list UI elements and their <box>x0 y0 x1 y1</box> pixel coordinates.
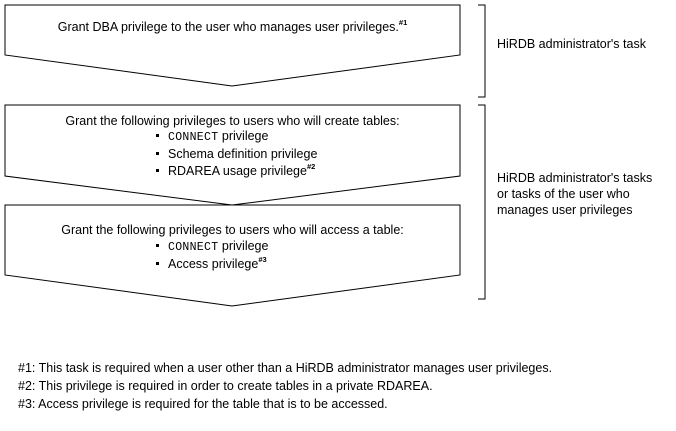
step3-item-access: Access privilege#3 <box>156 255 267 272</box>
top-bracket-label: HiRDB administrator's task <box>497 37 646 51</box>
step1-text: Grant DBA privilege to the user who mana… <box>57 18 408 34</box>
top-bracket <box>478 4 486 98</box>
bullet-icon <box>156 169 159 172</box>
step3-arrow-shape <box>4 204 461 307</box>
step2-title: Grant the following privileges to users … <box>65 114 400 128</box>
step2-item-schema: Schema definition privilege <box>156 147 317 162</box>
step1-arrow-shape <box>4 4 461 87</box>
step2-arrow-shape <box>4 104 461 206</box>
footnote-2: #2: This privilege is required in order … <box>18 379 433 393</box>
bottom-bracket <box>478 104 486 300</box>
footnote-1: #1: This task is required when a user ot… <box>18 361 553 375</box>
step3-item-connect: CONNECT privilege <box>156 239 268 255</box>
step3-title: Grant the following privileges to users … <box>61 223 404 237</box>
bullet-icon <box>156 244 159 247</box>
bullet-icon <box>156 152 159 155</box>
bottom-bracket-label-line2: or tasks of the user who <box>497 187 630 201</box>
step1-note-ref: #1 <box>398 18 408 27</box>
step2-item-rdarea: RDAREA usage privilege#2 <box>156 162 316 179</box>
bullet-icon <box>156 134 159 137</box>
footnote-3: #3: Access privilege is required for the… <box>18 397 388 411</box>
step2-note-ref: #2 <box>306 162 316 171</box>
step2-item-connect: CONNECT privilege <box>156 129 268 145</box>
bullet-icon <box>156 262 159 265</box>
bottom-bracket-label-line3: manages user privileges <box>497 203 633 217</box>
bottom-bracket-label-line1: HiRDB administrator's tasks <box>497 171 653 185</box>
step3-note-ref: #3 <box>258 255 267 264</box>
